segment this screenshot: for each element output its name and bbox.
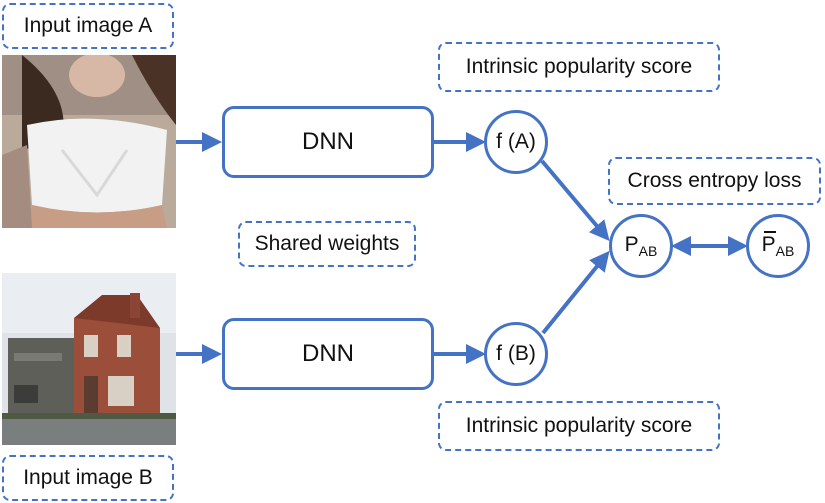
node-pbar-ab-main: P: [761, 231, 776, 256]
node-pab-main: P: [624, 233, 639, 256]
node-pbar-ab: PAB: [746, 214, 810, 278]
node-fa-label: f (A): [496, 130, 536, 153]
shared-weights-text: Shared weights: [254, 232, 400, 255]
input-image-a-photo: [2, 55, 176, 228]
node-pab: PAB: [609, 214, 673, 278]
dnn-bottom-label: DNN: [302, 340, 354, 367]
node-fb: f (B): [484, 322, 548, 386]
input-image-b-label: Input image B: [2, 455, 174, 501]
node-fa: f (A): [484, 110, 548, 174]
input-image-a-label: Input image A: [2, 3, 174, 49]
node-pbar-ab-sub: AB: [775, 243, 795, 259]
input-image-b-label-text: Input image B: [23, 466, 153, 489]
fashion-photo-icon: [2, 55, 176, 228]
arrow-fb-to-pab: [541, 250, 610, 335]
intrinsic-popularity-score-top-text: Intrinsic popularity score: [465, 55, 693, 78]
input-image-b-photo: [2, 273, 176, 445]
node-pbar-ab-label: PAB: [761, 231, 795, 259]
intrinsic-popularity-score-top: Intrinsic popularity score: [438, 42, 720, 92]
dnn-top-label: DNN: [302, 128, 354, 155]
arrow-fa-to-pab: [540, 159, 610, 242]
node-pab-sub: AB: [638, 243, 658, 259]
shared-weights-label: Shared weights: [238, 221, 416, 267]
input-image-a-label-text: Input image A: [23, 14, 153, 37]
cross-entropy-loss-text: Cross entropy loss: [627, 169, 802, 192]
node-fb-label: f (B): [496, 342, 536, 365]
house-photo-icon: [2, 273, 176, 445]
intrinsic-popularity-score-bottom-text: Intrinsic popularity score: [465, 414, 693, 437]
cross-entropy-loss-label: Cross entropy loss: [608, 157, 821, 205]
dnn-top-box: DNN: [222, 106, 434, 178]
dnn-bottom-box: DNN: [222, 318, 434, 390]
node-pab-label: PAB: [625, 233, 658, 259]
intrinsic-popularity-score-bottom: Intrinsic popularity score: [438, 401, 720, 451]
